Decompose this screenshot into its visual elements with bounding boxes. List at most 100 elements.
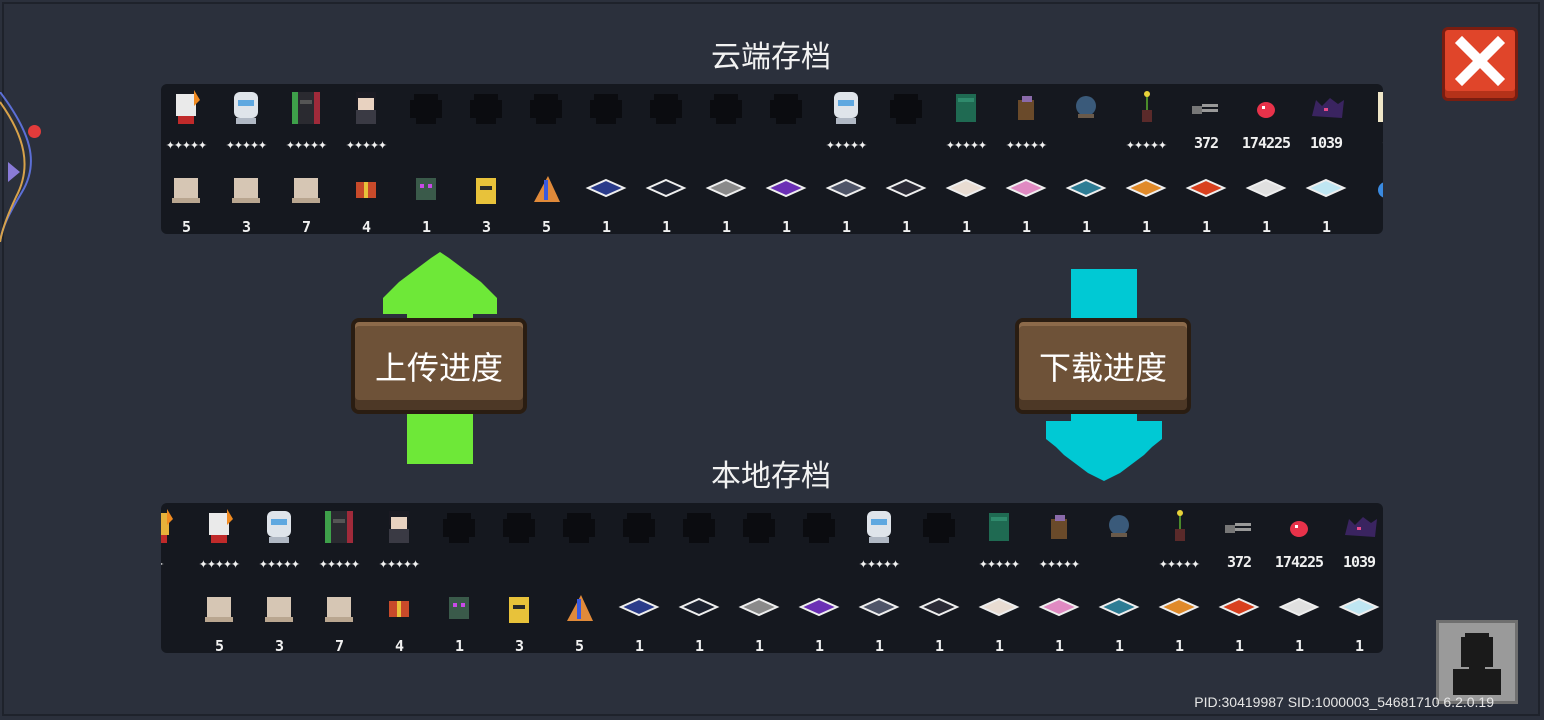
item-count: 1 [1201, 218, 1211, 234]
grey-plate-icon [704, 168, 748, 210]
cloud-item-slot: 1 [761, 166, 811, 234]
cloud-character-slot [461, 84, 511, 154]
purple-plate-icon [764, 168, 808, 210]
close-icon [1454, 35, 1506, 87]
teal-plate-icon [1064, 168, 1108, 210]
item-count: 3 [514, 637, 524, 653]
purple-demon-icon [1337, 505, 1381, 547]
chevron-right-icon [8, 162, 20, 182]
blue-orb-icon [1364, 168, 1383, 210]
locked-silhouette-icon [917, 505, 961, 547]
item-count: 5 [574, 637, 584, 653]
local-item-slot: 4 [374, 585, 424, 653]
paper-icon [1364, 86, 1383, 128]
blue-flag-icon [524, 168, 568, 210]
item-count: 3 [241, 218, 251, 234]
account-avatar-button[interactable] [1436, 620, 1518, 704]
item-count: 1 [1321, 218, 1331, 234]
download-progress-label: 下载进度 [1038, 349, 1167, 387]
white-robot-icon [257, 505, 301, 547]
close-button[interactable] [1442, 27, 1518, 101]
star-rating: ✦✦✦✦✦ [345, 135, 387, 153]
star-rating: ✦✦✦✦✦ [1005, 135, 1047, 153]
globe-jar-icon [1064, 86, 1108, 128]
dark-plate-icon [677, 587, 721, 629]
local-item-slot: 5 [194, 585, 244, 653]
locked-silhouette-icon [524, 86, 568, 128]
cloud-character-slot: ✦✦✦✦✦ [941, 84, 991, 154]
cloud-item-slot: 1 [1301, 166, 1351, 234]
blue-flag-icon [557, 587, 601, 629]
local-item-slot: 3 [494, 585, 544, 653]
star-rating: ✦✦✦✦✦ [378, 554, 420, 572]
item-count: 5 [214, 637, 224, 653]
side-drawer-handle[interactable] [0, 92, 36, 242]
cloud-item-slot: 1 [701, 166, 751, 234]
locked-silhouette-icon [584, 86, 628, 128]
locked-silhouette-icon [617, 505, 661, 547]
local-character-slot [674, 503, 724, 573]
star-rating: ✦✦✦✦✦ [225, 135, 267, 153]
plant-pot-icon [1124, 86, 1168, 128]
local-character-slot: ✦✦✦✦✦ [194, 503, 244, 573]
star-rating: ✦✦✦✦✦ [858, 554, 900, 572]
local-character-slot: 174225 [1274, 503, 1324, 573]
cloud-character-slot: 372 [1181, 84, 1231, 154]
item-count: 1 [961, 218, 971, 234]
item-count: 1 [901, 218, 911, 234]
cloud-item-slot: 7 [281, 166, 331, 234]
cloud-item-slot: 1 [821, 166, 871, 234]
orange-plate-icon [1157, 587, 1201, 629]
local-character-slot: 1039 [1334, 503, 1383, 573]
cloud-character-slot [701, 84, 751, 154]
item-count: 1 [601, 218, 611, 234]
slate-plate-icon [857, 587, 901, 629]
cloud-save-title: 云端存档 [711, 40, 831, 75]
local-characters-row: ✦✦✦✦✦✦✦✦✦✦✦✦✦✦✦✦✦✦✦✦✦✦✦✦✦✦✦✦✦✦✦✦✦✦✦✦✦✦✦✦… [161, 503, 1383, 573]
local-item-slot [161, 585, 184, 653]
locked-silhouette-icon [404, 86, 448, 128]
item-count: 1 [634, 637, 644, 653]
download-progress-button[interactable]: 下载进度 [1015, 318, 1191, 414]
item-count: 174225 [1241, 134, 1291, 152]
local-item-slot: 1 [914, 585, 964, 653]
item-count: 1 [1021, 218, 1031, 234]
fire-knight-icon [197, 505, 241, 547]
shadow-plate-icon [917, 587, 961, 629]
item-count: 1 [661, 218, 671, 234]
upload-progress-button[interactable]: 上传进度 [351, 318, 527, 414]
local-save-strip: ✦✦✦✦✦✦✦✦✦✦✦✦✦✦✦✦✦✦✦✦✦✦✦✦✦✦✦✦✦✦✦✦✦✦✦✦✦✦✦✦… [161, 503, 1383, 653]
local-character-slot: ✦ [161, 503, 184, 573]
item-count: 1 [934, 637, 944, 653]
local-character-slot [434, 503, 484, 573]
local-item-slot: 1 [974, 585, 1024, 653]
cloud-character-slot: ✦✦✦✦✦ [1001, 84, 1051, 154]
cloud-character-slot: ✦✦✦✦✦ [221, 84, 271, 154]
purple-plate-icon [797, 587, 841, 629]
blue-plate-icon [617, 587, 661, 629]
local-character-slot: ✦✦✦✦✦ [974, 503, 1024, 573]
dark-hair-hero-icon [377, 505, 421, 547]
locked-silhouette-icon [557, 505, 601, 547]
cloud-character-slot: ✦✦✦✦✦ [341, 84, 391, 154]
local-item-slot: 1 [1214, 585, 1264, 653]
item-count: 1 [721, 218, 731, 234]
upload-progress-label: 上传进度 [374, 349, 503, 387]
item-count: 5 [541, 218, 551, 234]
item-count: 372 [1226, 553, 1252, 571]
local-item-slot: 1 [854, 585, 904, 653]
item-count: 1 [781, 218, 791, 234]
player-id-text: PID:30419987 SID:1000003_54681710 6.2.0.… [1194, 694, 1494, 710]
locked-silhouette-icon [764, 86, 808, 128]
local-character-slot [614, 503, 664, 573]
book-stack-icon [1004, 86, 1048, 128]
grey-plate-icon [737, 587, 781, 629]
pink-plate-icon [1004, 168, 1048, 210]
item-count: 174225 [1274, 553, 1324, 571]
dark-hair-hero-icon [344, 86, 388, 128]
dark-plate-icon [644, 168, 688, 210]
item-count: 6 [1361, 134, 1383, 152]
star-rating: ✦✦✦✦✦ [1158, 554, 1200, 572]
cloud-item-slot: 3 [461, 166, 511, 234]
